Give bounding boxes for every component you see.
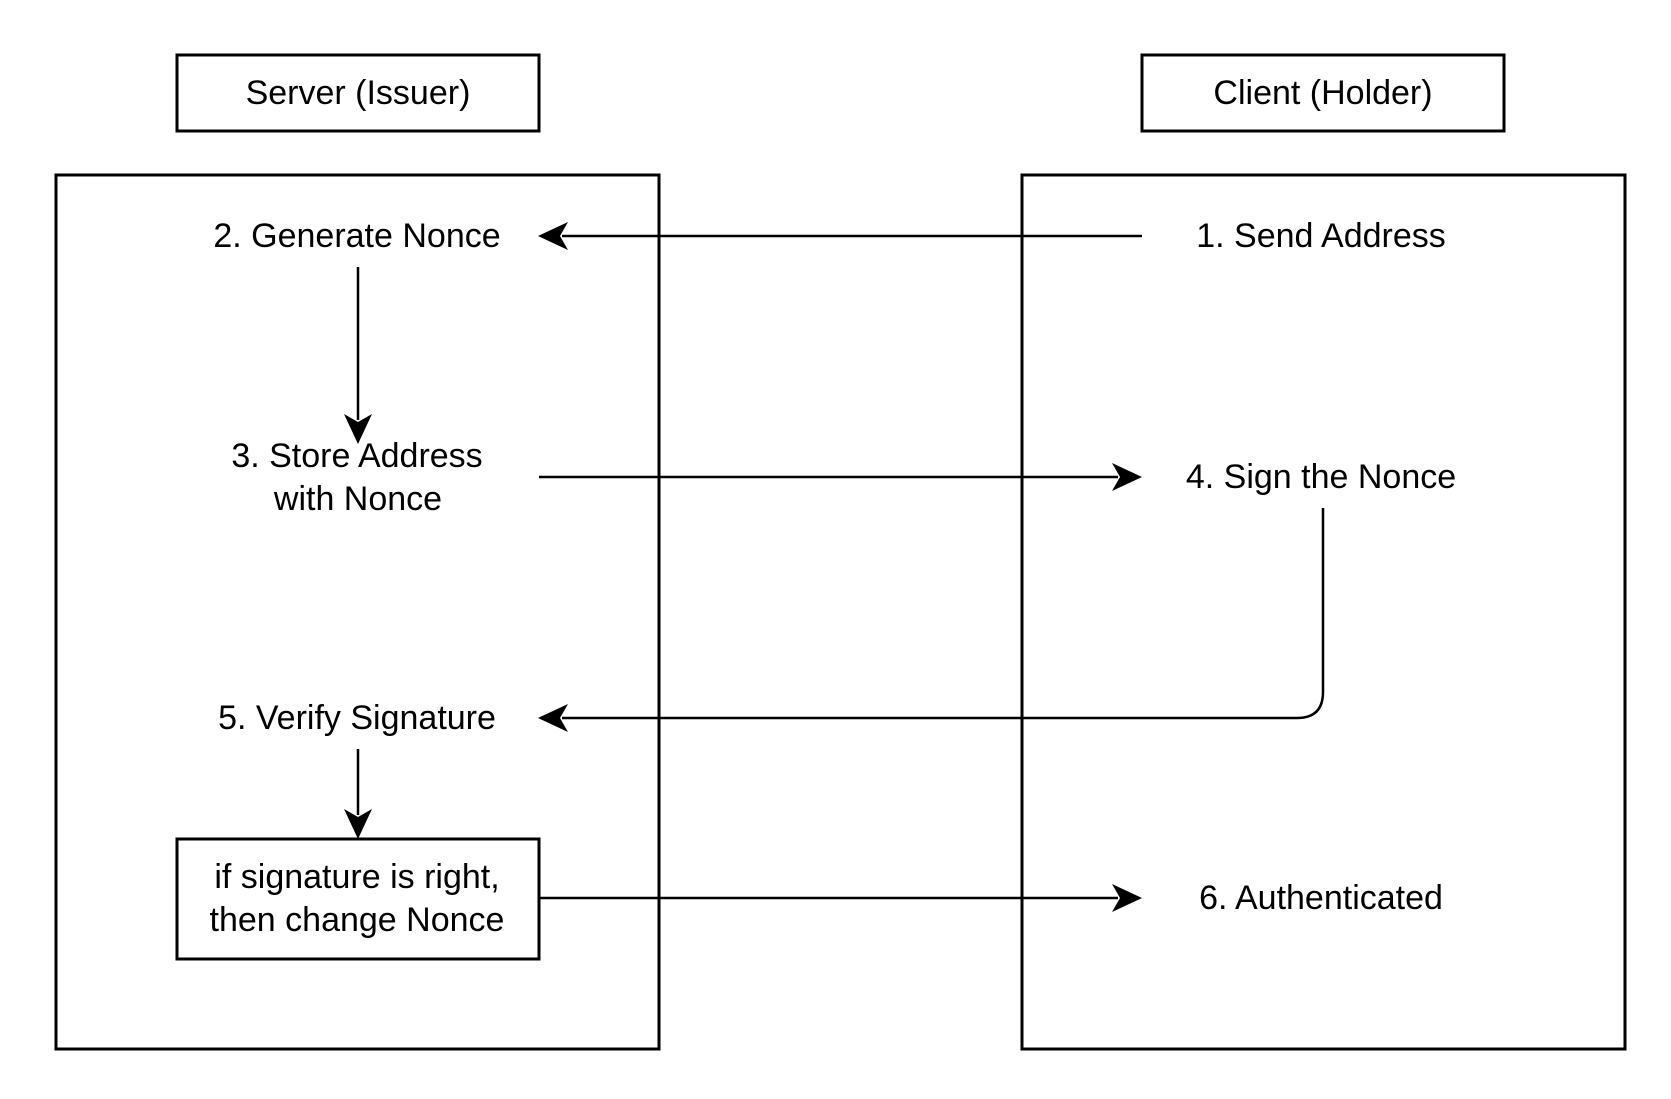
server-header-label: Server (Issuer) bbox=[246, 74, 471, 112]
step-store-address-line1: 3. Store Address bbox=[231, 437, 482, 475]
client-header-box bbox=[1140, 53, 1506, 133]
step-store-address-line2: with Nonce bbox=[273, 480, 442, 518]
arrowhead-verify bbox=[538, 704, 568, 732]
arrowhead-generate bbox=[538, 222, 568, 250]
arrowhead-decision bbox=[344, 809, 372, 839]
step-sign-nonce: 4. Sign the Nonce bbox=[1186, 458, 1456, 496]
arrowhead-authenticated bbox=[1112, 884, 1142, 912]
server-header-box bbox=[175, 53, 541, 133]
arrowhead-store bbox=[344, 414, 372, 444]
change-nonce-box bbox=[175, 837, 541, 961]
edge-sign-to-verify bbox=[562, 508, 1325, 720]
step-verify-signature: 5. Verify Signature bbox=[218, 699, 496, 737]
arrowhead-sign bbox=[1112, 463, 1142, 491]
client-header-label: Client (Holder) bbox=[1213, 74, 1432, 112]
step-change-nonce-line2: then change Nonce bbox=[210, 901, 505, 939]
step-generate-nonce: 2. Generate Nonce bbox=[213, 217, 500, 255]
step-authenticated: 6. Authenticated bbox=[1199, 879, 1443, 917]
step-change-nonce-line1: if signature is right, bbox=[214, 858, 499, 896]
step-send-address: 1. Send Address bbox=[1196, 217, 1446, 255]
